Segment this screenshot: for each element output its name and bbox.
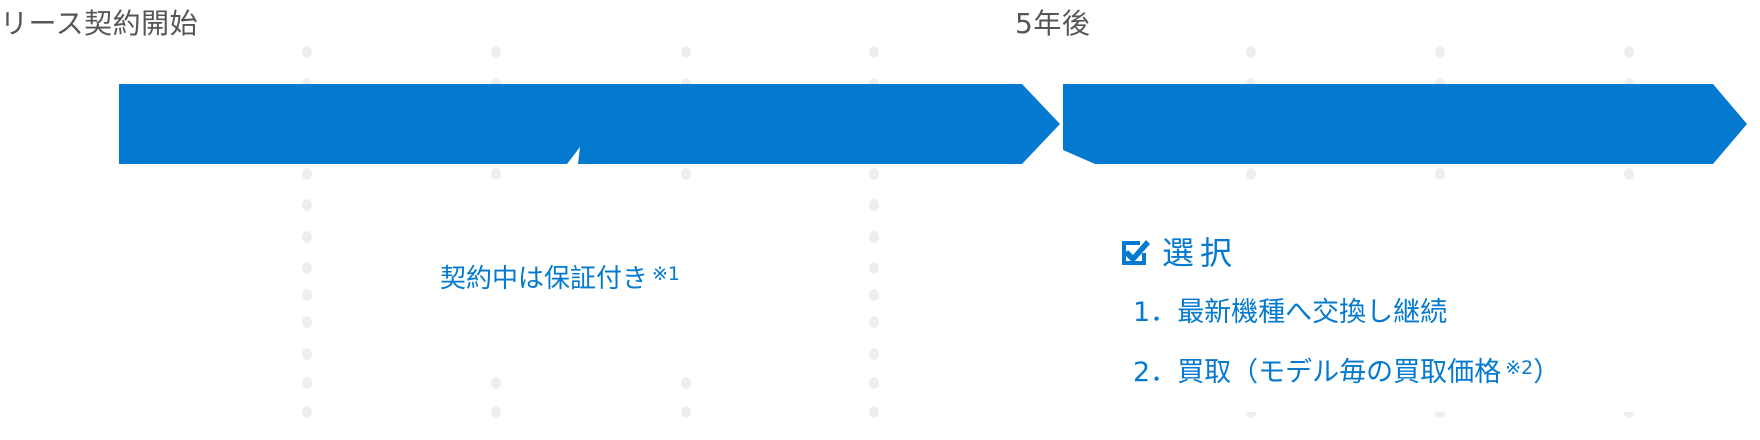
grid-dot	[681, 168, 691, 180]
grid-dot	[869, 199, 879, 211]
option-number: 1．	[1133, 297, 1178, 328]
grid-dot	[869, 262, 879, 274]
contract-period-arrow	[119, 84, 1060, 164]
grid-dot	[302, 348, 312, 360]
grid-dot	[1624, 168, 1634, 180]
grid-dot	[1435, 412, 1445, 418]
bar-notch-left	[567, 147, 580, 164]
grid-dot	[302, 377, 312, 389]
grid-dot	[869, 316, 879, 328]
note-1-mark: ※1	[652, 263, 681, 285]
grid-dot	[869, 231, 879, 243]
grid-dot	[1246, 412, 1256, 418]
note-2-mark: ※2	[1505, 357, 1534, 379]
grid-dot	[302, 168, 312, 180]
grid-dot	[302, 199, 312, 211]
option-item: 1．最新機種へ交換し継続	[1133, 290, 1447, 329]
selection-title: 選択	[1162, 234, 1239, 272]
checkbox-checked-icon	[1122, 240, 1150, 265]
warranty-caption: 契約中は保証付き※1	[440, 258, 680, 295]
grid-dot	[1624, 46, 1634, 58]
grid-dot	[681, 46, 691, 58]
grid-dot	[491, 406, 501, 418]
grid-dot	[1435, 46, 1445, 58]
grid-dot	[302, 262, 312, 274]
grid-dot	[1246, 168, 1256, 180]
grid-dot	[681, 406, 691, 418]
grid-dot	[869, 46, 879, 58]
grid-dot	[302, 289, 312, 301]
grid-dot	[491, 168, 501, 180]
option-close-paren: ）	[1533, 357, 1561, 388]
grid-dot	[869, 289, 879, 301]
grid-dot	[491, 377, 501, 389]
option-item: 2．買取（モデル毎の買取価格※2）	[1133, 350, 1560, 389]
lease-start-label: リース契約開始	[0, 7, 199, 40]
option-text: 最新機種へ交換し継続	[1177, 297, 1448, 328]
five-years-label: 5年後	[1015, 7, 1091, 40]
grid-dot	[869, 168, 879, 180]
grid-dot	[1624, 412, 1634, 418]
grid-dot	[1435, 168, 1445, 180]
grid-dot	[302, 231, 312, 243]
grid-dot	[1246, 46, 1256, 58]
grid-dot	[302, 46, 312, 58]
grid-dot	[869, 406, 879, 418]
option-number: 2．	[1133, 357, 1178, 388]
grid-dot	[869, 377, 879, 389]
warranty-text: 契約中は保証付き	[440, 264, 649, 294]
after-contract-arrow	[1063, 84, 1747, 164]
grid-dot	[491, 46, 501, 58]
grid-dot	[681, 377, 691, 389]
grid-dot	[869, 348, 879, 360]
bar-notch-right	[1063, 150, 1095, 164]
grid-dot	[302, 406, 312, 418]
grid-dot	[302, 316, 312, 328]
selection-heading: 選択	[1120, 228, 1238, 274]
option-text: 買取（モデル毎の買取価格	[1177, 357, 1502, 388]
